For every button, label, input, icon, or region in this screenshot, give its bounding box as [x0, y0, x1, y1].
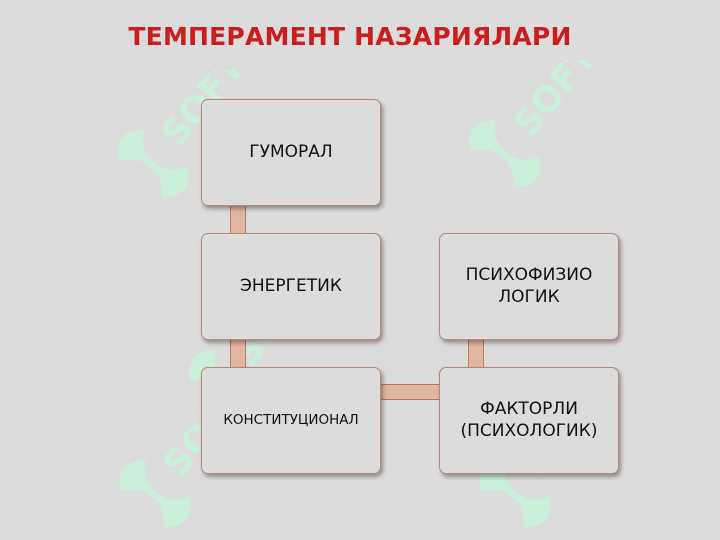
watermark-text: SOFT — [506, 60, 606, 145]
node-konstitutsional: КОНСТИТУЦИОНАЛ — [201, 367, 381, 474]
node-energetik-label: ЭНЕРГЕТИК — [240, 275, 342, 296]
node-gumoral: ГУМОРАЛ — [201, 99, 381, 206]
connector-psixofiziologik-faktorli — [468, 339, 484, 368]
connector-konstitutsional-faktorli — [380, 384, 440, 400]
node-konstitutsional-label: КОНСТИТУЦИОНАЛ — [223, 411, 359, 428]
connector-energetik-konstitutsional — [230, 339, 246, 368]
node-faktorli-label-line1: ФАКТОРЛИ — [480, 398, 578, 419]
connector-gumoral-energetik — [230, 205, 246, 234]
node-faktorli: ФАКТОРЛИ (ПСИХОЛОГИК) — [439, 367, 619, 474]
node-gumoral-label: ГУМОРАЛ — [249, 141, 333, 162]
node-energetik: ЭНЕРГЕТИК — [201, 233, 381, 340]
node-psixofiziologik: ПСИХОФИЗИО ЛОГИК — [439, 233, 619, 340]
node-psixofiziologik-label-line1: ПСИХОФИЗИО — [465, 264, 593, 285]
slide-title: ТЕМПЕРАМЕНТ НАЗАРИЯЛАРИ — [128, 22, 572, 51]
node-faktorli-label-line2: (ПСИХОЛОГИК) — [460, 420, 598, 441]
watermark-logo-top-right: SOFT — [469, 60, 606, 188]
node-psixofiziologik-label-line2: ЛОГИК — [498, 286, 560, 307]
